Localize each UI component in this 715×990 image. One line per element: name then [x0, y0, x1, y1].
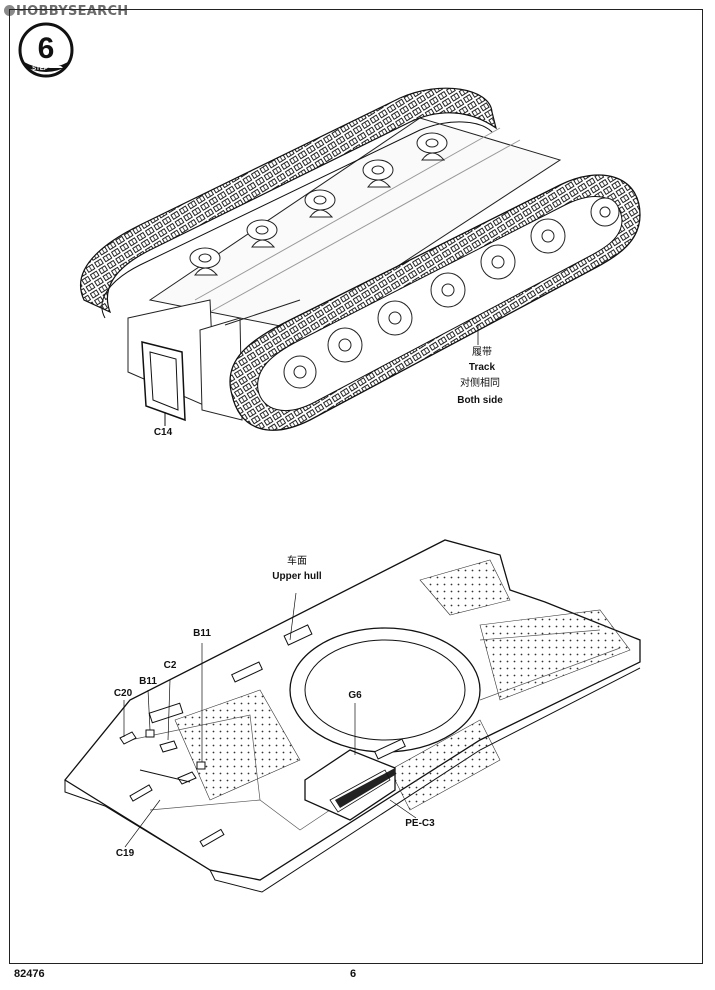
page-frame [9, 9, 703, 964]
part-b11-label: B11 [193, 628, 211, 639]
upper-hull-assembly [64, 539, 641, 893]
road-wheels-left [189, 132, 448, 276]
both-side-label-chinese: 对侧相同 [460, 378, 500, 389]
step-badge: 6 STEP [18, 22, 74, 78]
part-pe-c3-label: PE-C3 [405, 818, 435, 829]
part-c20-label: C20 [113, 688, 133, 699]
upper-hull-label-english: Upper hull [272, 571, 322, 582]
part-c14-shape [141, 341, 186, 426]
track-left [79, 87, 497, 319]
kit-number: 82476 [14, 968, 45, 980]
part-c2-label: C2 [163, 660, 177, 671]
both-side-label-english: Both side [457, 395, 503, 406]
watermark-brand: HOBBY [16, 4, 68, 19]
page-number: 6 [350, 968, 357, 980]
upper-hull-label-chinese: 车面 [287, 556, 307, 567]
part-c19-label: C19 [115, 848, 135, 859]
track-label-chinese: 履带 [472, 347, 492, 358]
part-g6-label: G6 [348, 690, 362, 701]
track-label-english: Track [468, 362, 496, 373]
part-b11-label-2: B11 [139, 676, 157, 687]
step-label: STEP [32, 66, 48, 72]
road-wheels-right [283, 197, 620, 389]
part-c14-label: C14 [153, 427, 173, 438]
watermark-suffix: SEARCH [67, 4, 129, 19]
step-number: 6 [38, 32, 55, 65]
